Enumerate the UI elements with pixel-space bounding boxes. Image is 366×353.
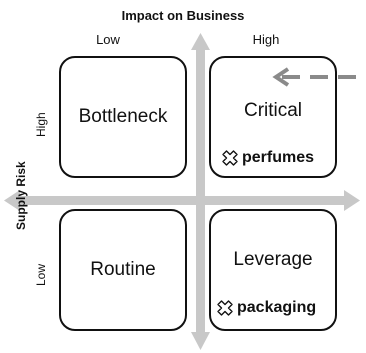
vertical-axis: [191, 33, 210, 350]
column-label-low: Low: [96, 32, 120, 47]
quadrant-label: Leverage: [233, 249, 313, 270]
horizontal-axis: [4, 190, 360, 211]
cross-outline-icon: [217, 300, 233, 316]
quadrant-routine: Routine: [59, 209, 187, 331]
column-label-high: High: [252, 32, 280, 47]
diagram-title: Impact on Business: [121, 8, 245, 23]
row-label-low: Low: [34, 263, 48, 286]
tag-label: packaging: [237, 299, 317, 316]
quadrant-label: Bottleneck: [78, 106, 168, 127]
row-label-high: High: [34, 112, 48, 137]
y-axis-label: Supply Risk: [14, 161, 28, 230]
quadrant-label: Routine: [90, 259, 156, 280]
quadrant-leverage: Leverage: [209, 209, 337, 331]
tag-perfumes: perfumes: [220, 148, 314, 168]
tag-label: perfumes: [242, 149, 315, 166]
quadrant-label: Critical: [243, 100, 303, 121]
tag-packaging: packaging: [215, 298, 316, 318]
quadrant-bottleneck: Bottleneck: [59, 56, 187, 178]
cross-outline-icon: [222, 150, 238, 166]
dashed-arrow-icon: [272, 67, 364, 87]
